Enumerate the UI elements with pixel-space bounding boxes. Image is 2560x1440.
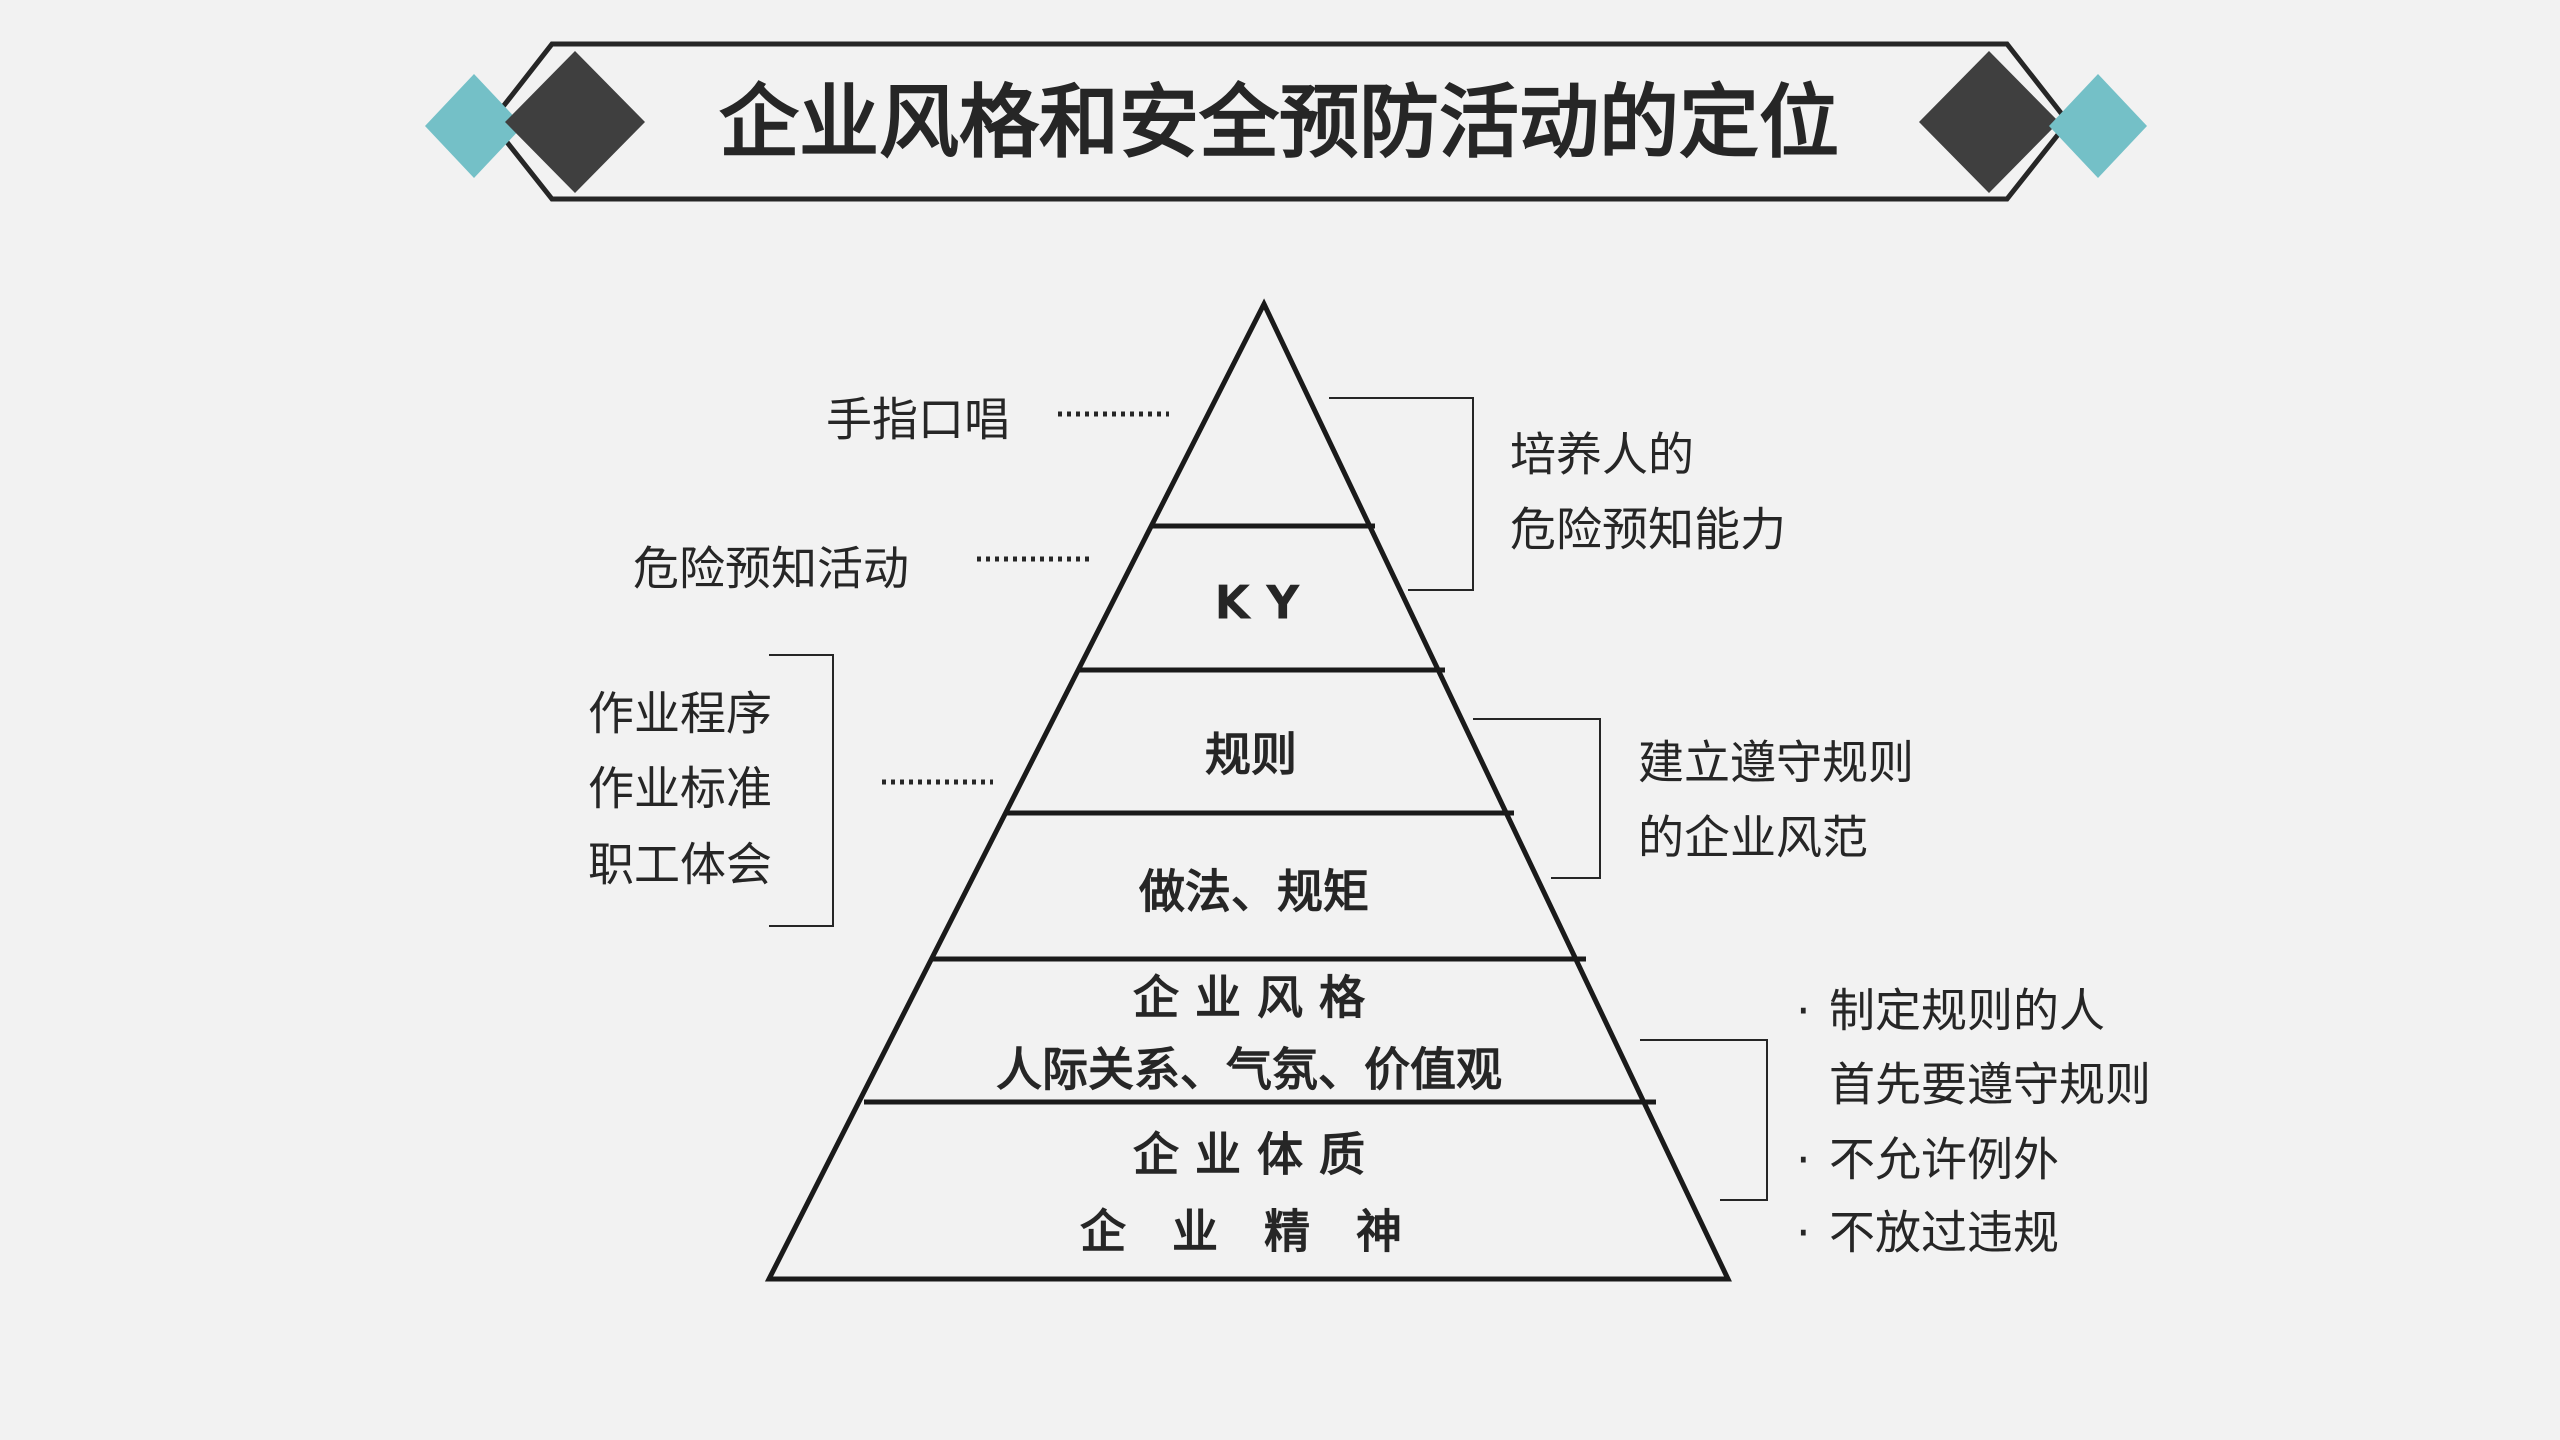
- bullet-item: 不允许例外: [1829, 1133, 2059, 1187]
- label-cultivate-2: 危险预知能力: [1510, 503, 1786, 557]
- level-corporate-style: 企 业 风 格: [1133, 971, 1366, 1025]
- bullet-mark: ·: [1796, 1206, 1811, 1260]
- teal-diamond-left: [425, 74, 523, 178]
- teal-diamond-right: [2049, 74, 2147, 178]
- level-relations: 人际关系、气氛、价值观: [996, 1043, 1502, 1097]
- level-corporate-spirit: 企 业 精 神: [1080, 1205, 1402, 1259]
- label-work-standard: 作业标准: [588, 762, 772, 816]
- bracket-left: [769, 654, 834, 927]
- level-corporate-constitution: 企 业 体 质: [1133, 1128, 1365, 1182]
- pyramid-outline: [764, 298, 1732, 1282]
- page-title: 企业风格和安全预防活动的定位: [719, 76, 1839, 169]
- bracket-right-2: [1473, 718, 1601, 879]
- level-rules: 规则: [1205, 728, 1297, 782]
- label-hazard-prediction: 危险预知活动: [633, 542, 909, 596]
- bracket-right-3: [1640, 1039, 1768, 1201]
- bullet-mark: ·: [1796, 1133, 1811, 1187]
- label-cultivate-1: 培养人的: [1510, 428, 1694, 482]
- bullet-mark: ·: [1796, 984, 1811, 1038]
- dark-diamond-left: [505, 51, 645, 193]
- dark-diamond-right: [1919, 51, 2059, 193]
- label-establish-2: 的企业风范: [1638, 811, 1868, 865]
- level-practices: 做法、规矩: [1138, 865, 1369, 919]
- bullet-item-continued: 首先要遵守规则: [1829, 1058, 2151, 1112]
- label-pointing-call: 手指口唱: [826, 393, 1010, 447]
- bullet-item: 不放过违规: [1829, 1206, 2059, 1260]
- level-ky: K Y: [1215, 576, 1301, 630]
- title-banner: 企业风格和安全预防活动的定位: [425, 41, 2147, 202]
- label-work-procedure: 作业程序: [588, 687, 772, 741]
- pyramid: [764, 298, 1732, 1282]
- bullet-item: 制定规则的人: [1829, 984, 2105, 1038]
- label-staff-experience: 职工体会: [588, 838, 772, 892]
- bracket-right-1: [1329, 397, 1474, 591]
- label-establish-1: 建立遵守规则: [1638, 736, 1914, 790]
